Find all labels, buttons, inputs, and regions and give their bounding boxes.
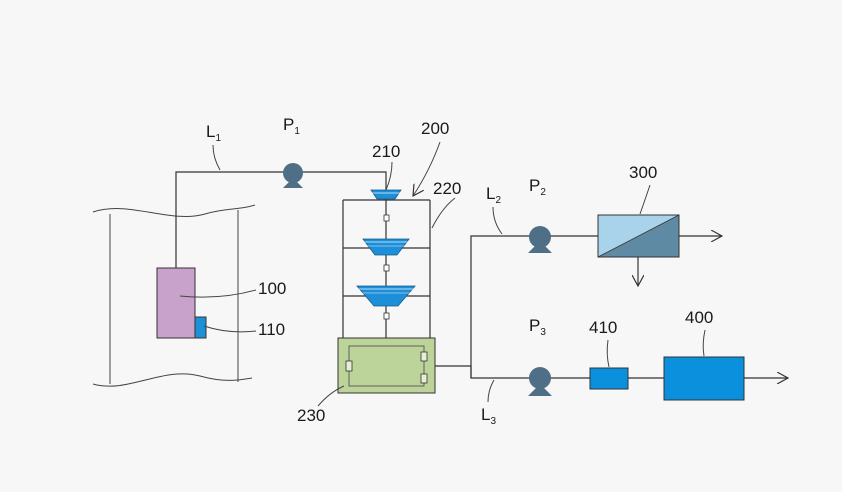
leader-210 — [385, 161, 393, 191]
treatment-unit-200 — [337, 189, 436, 394]
leader-410 — [606, 339, 610, 368]
cone-2 — [362, 238, 410, 256]
leader-l3 — [487, 379, 495, 403]
label-p1: P1 — [283, 115, 300, 137]
label-100: 100 — [258, 279, 286, 298]
label-p3: P3 — [529, 316, 546, 338]
label-230: 230 — [297, 406, 325, 425]
label-400: 400 — [685, 308, 713, 327]
membrane-unit-300 — [597, 214, 680, 258]
pump-p1 — [283, 163, 303, 188]
cone-1 — [370, 189, 402, 200]
module-100 — [156, 267, 196, 339]
pump-p3 — [528, 367, 552, 396]
label-300: 300 — [629, 163, 657, 182]
leader-l1 — [212, 144, 221, 171]
cone-3 — [356, 285, 416, 307]
line-l1 — [175, 171, 387, 270]
box-410 — [589, 367, 629, 390]
leader-230 — [317, 385, 345, 407]
pump-p2 — [528, 226, 552, 253]
label-l3: L3 — [481, 405, 496, 427]
label-200: 200 — [421, 119, 449, 138]
leader-l2 — [492, 206, 503, 235]
leader-110 — [203, 325, 257, 333]
leader-400 — [702, 329, 706, 357]
box-400 — [663, 356, 745, 401]
label-220: 220 — [433, 179, 461, 198]
lower-tank-230 — [337, 337, 436, 394]
label-p2: P2 — [529, 176, 546, 198]
label-l1: L1 — [206, 122, 221, 144]
leader-300 — [639, 184, 651, 215]
leader-100 — [179, 289, 257, 298]
leader-220 — [431, 197, 456, 229]
label-210: 210 — [372, 142, 400, 161]
label-410: 410 — [589, 318, 617, 337]
sensor-110 — [194, 316, 207, 339]
label-110: 110 — [258, 320, 285, 339]
line-l2 — [470, 235, 598, 378]
label-l2: L2 — [486, 184, 501, 206]
leader-200 — [413, 141, 441, 196]
reservoir — [92, 204, 256, 387]
